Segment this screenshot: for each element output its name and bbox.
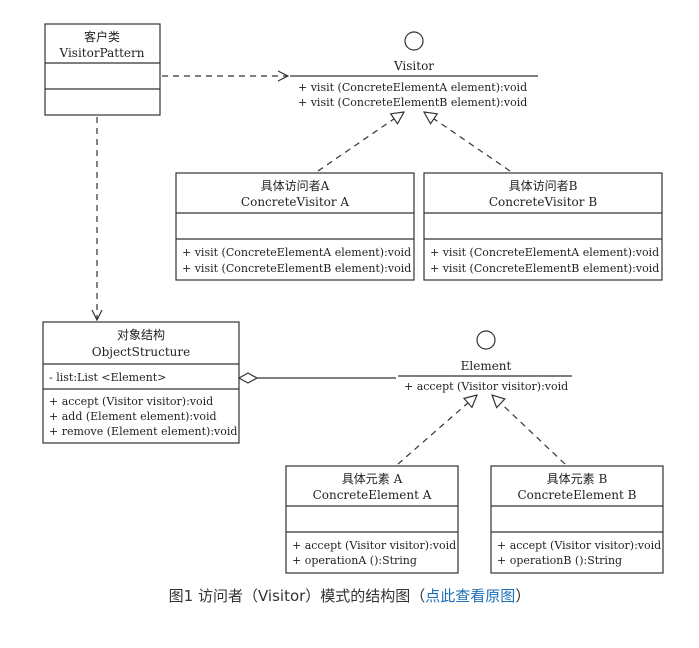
concrete-visitor-a-title-en: ConcreteVisitor A [241,195,350,209]
concrete-visitor-b-title-cn: 具体访问者B [509,179,578,193]
figure-caption: 图1 访问者（Visitor）模式的结构图（点此查看原图） [0,585,699,606]
object-structure-op-3: + remove (Element element):void [49,425,237,438]
concrete-element-b-title-cn: 具体元素 B [547,472,608,486]
visitor-op-1: + visit (ConcreteElementA element):void [298,81,527,94]
element-a-realization [397,395,477,465]
visitor-op-2: + visit (ConcreteElementB element):void [298,96,527,109]
client-class-box [44,23,161,116]
concrete-element-a-op-2: + operationA ():String [292,554,417,567]
visitor-b-realization [424,112,511,172]
element-interface-icon [476,330,496,350]
concrete-visitor-a-op-1: + visit (ConcreteElementA element):void [182,246,411,259]
concrete-visitor-a-title-cn: 具体访问者A [261,179,330,193]
concrete-visitor-a-op-2: + visit (ConcreteElementB element):void [182,262,411,275]
object-structure-box [42,321,240,444]
visitor-interface-icon [404,31,424,51]
view-original-link[interactable]: 点此查看原图 [425,587,516,605]
concrete-element-b-title-en: ConcreteElement B [518,488,637,502]
concrete-visitor-b-title-en: ConcreteVisitor B [489,195,598,209]
visitor-interface [290,31,538,77]
caption-text: 图1 访问者（Visitor）模式的结构图（ [168,587,426,605]
element-b-realization [492,395,566,465]
concrete-element-a-box [285,465,459,574]
objectstructure-element-aggregation [237,372,396,384]
visitor-a-realization [317,112,404,172]
concrete-visitor-a-box [175,172,415,281]
client-title-en: VisitorPattern [59,46,145,60]
element-name: Element [461,359,512,373]
concrete-element-a-op-1: + accept (Visitor visitor):void [292,539,456,552]
concrete-element-b-op-1: + accept (Visitor visitor):void [497,539,661,552]
object-structure-title-en: ObjectStructure [92,345,191,359]
object-structure-attr-1: - list:List <Element> [49,371,166,384]
concrete-visitor-b-box [423,172,663,281]
concrete-visitor-b-op-1: + visit (ConcreteElementA element):void [430,246,659,259]
concrete-visitor-b-op-2: + visit (ConcreteElementB element):void [430,262,659,275]
object-structure-title-cn: 对象结构 [117,327,165,342]
concrete-element-b-box [490,465,664,574]
visitor-name: Visitor [393,59,434,73]
concrete-element-a-title-cn: 具体元素 A [342,472,403,486]
client-title-cn: 客户类 [84,29,120,44]
object-structure-op-2: + add (Element element):void [49,410,217,423]
concrete-element-a-title-en: ConcreteElement A [313,488,432,502]
element-interface [398,330,572,377]
object-structure-op-1: + accept (Visitor visitor):void [49,395,213,408]
caption-suffix: ） [515,587,531,605]
concrete-element-b-op-2: + operationB ():String [497,554,622,567]
element-op-1: + accept (Visitor visitor):void [404,380,568,393]
